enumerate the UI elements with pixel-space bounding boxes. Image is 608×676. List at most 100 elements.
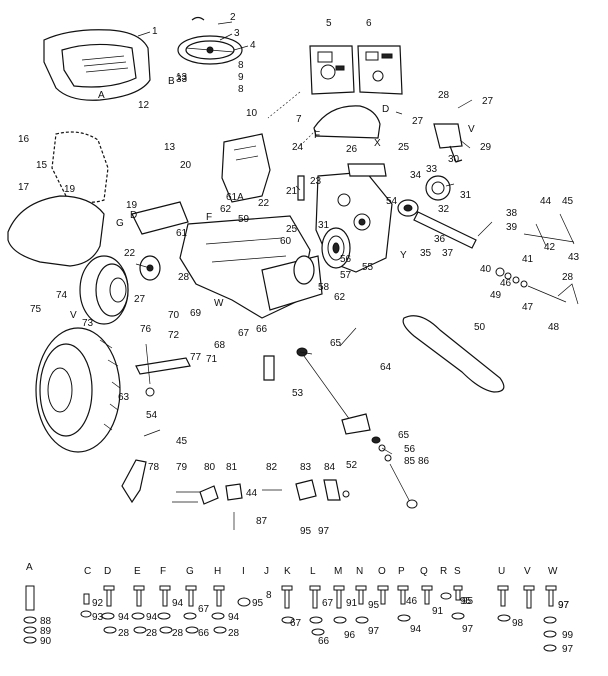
letter-S: S xyxy=(454,566,461,577)
hw-L-67: 67 xyxy=(322,598,334,609)
hw-W[interactable] xyxy=(543,585,557,652)
hw-K-67: 67 xyxy=(290,618,302,629)
spacer-chain-part[interactable] xyxy=(495,267,567,303)
letter-Y: Y xyxy=(400,250,407,261)
callout-13a: 13 xyxy=(176,72,188,83)
hw-O[interactable] xyxy=(377,585,389,605)
front-axle-part[interactable] xyxy=(135,343,191,385)
bolt-86-part[interactable] xyxy=(378,444,418,509)
tire-part[interactable] xyxy=(35,327,121,453)
callout-66: 66 xyxy=(256,324,268,335)
hw-H[interactable] xyxy=(211,585,227,634)
callout-61a: 61A xyxy=(226,192,244,203)
hw-P[interactable] xyxy=(397,585,411,622)
hw-S[interactable] xyxy=(451,585,465,620)
fender-part[interactable] xyxy=(313,105,381,139)
hw-L[interactable] xyxy=(309,585,325,636)
hw-header-W: W xyxy=(548,566,558,577)
hw-M[interactable] xyxy=(333,585,347,624)
letter-X: X xyxy=(374,138,381,149)
callout-87: 87 xyxy=(256,516,268,527)
callout-8a: 8 xyxy=(238,60,244,71)
hw-E-28: 28 xyxy=(146,628,158,639)
letter-A2: A xyxy=(26,562,33,573)
front-bracket-part[interactable] xyxy=(131,201,189,235)
letter-labels: A A B C D D D E F F F G G H I J K L M N … xyxy=(26,76,475,577)
drive-belt-part[interactable] xyxy=(402,315,505,393)
hw-R[interactable] xyxy=(440,592,452,600)
hw-G-67: 67 xyxy=(198,604,210,615)
letter-G2: G xyxy=(186,566,194,577)
collar-part[interactable] xyxy=(397,199,419,217)
link-80-part[interactable] xyxy=(199,485,219,505)
callout-77: 77 xyxy=(190,352,202,363)
hw-I[interactable] xyxy=(237,597,251,607)
brake-disc-part[interactable] xyxy=(293,255,315,285)
clip-part[interactable] xyxy=(557,283,579,305)
callout-4: 4 xyxy=(250,40,256,51)
hw-G[interactable] xyxy=(183,585,199,634)
callout-97: 97 xyxy=(318,526,330,537)
hw-J-8: 8 xyxy=(266,590,272,601)
callout-labels: 1 2 3 4 5 6 7 8 8 9 10 12 13 13 15 16 17… xyxy=(18,12,580,537)
hw-A[interactable] xyxy=(23,585,37,644)
wheel-rim-part[interactable] xyxy=(79,255,129,325)
callout-27a: 27 xyxy=(482,96,494,107)
callout-25a: 25 xyxy=(398,142,410,153)
hw-F[interactable] xyxy=(157,585,173,634)
hw-D[interactable] xyxy=(101,585,117,634)
callout-42: 42 xyxy=(544,242,556,253)
letter-H: H xyxy=(214,566,221,577)
hw-E[interactable] xyxy=(131,585,147,634)
callout-3: 3 xyxy=(234,28,240,39)
hw-A-90: 90 xyxy=(40,636,52,647)
hw-header-U: U xyxy=(498,566,505,577)
hw-V[interactable] xyxy=(523,585,535,609)
steering-wheel-part[interactable] xyxy=(177,35,243,65)
nut-54-part[interactable] xyxy=(145,387,155,397)
letter-A1: A xyxy=(98,90,105,101)
link-81-part[interactable] xyxy=(225,483,243,501)
pivot-arm-part[interactable] xyxy=(433,123,463,163)
link-83-part[interactable] xyxy=(295,479,317,501)
hw-A-88: 88 xyxy=(40,616,52,627)
callout-55: 55 xyxy=(362,262,374,273)
hw-K[interactable] xyxy=(281,585,295,624)
axle-shaft-part[interactable] xyxy=(297,175,305,201)
callout-23: 23 xyxy=(310,176,322,187)
bracket-26-part[interactable] xyxy=(347,163,387,177)
decal-plate-5[interactable] xyxy=(309,45,355,95)
pulley-part[interactable] xyxy=(321,227,351,269)
callout-53: 53 xyxy=(292,388,304,399)
seat-part[interactable] xyxy=(43,29,151,101)
callout-75: 75 xyxy=(30,304,42,315)
letter-F2: F xyxy=(206,212,212,223)
hw-Q[interactable] xyxy=(421,585,433,605)
callout-63: 63 xyxy=(118,392,130,403)
letter-F1: F xyxy=(314,130,320,141)
hw-F-94: 94 xyxy=(172,598,184,609)
hood-part[interactable] xyxy=(7,195,105,267)
hw-U[interactable] xyxy=(497,585,511,622)
dash-panel-part[interactable] xyxy=(221,133,271,203)
bolt-53-part[interactable] xyxy=(263,355,275,381)
callout-22a: 22 xyxy=(258,198,270,209)
shift-rod-part[interactable] xyxy=(413,211,477,249)
linkage-rods-part[interactable] xyxy=(523,213,575,247)
steering-cap-part[interactable] xyxy=(191,16,205,21)
hw-C[interactable] xyxy=(80,593,92,618)
callout-20: 20 xyxy=(180,160,192,171)
letter-M: M xyxy=(334,566,342,577)
hw-S-97: 97 xyxy=(462,624,474,635)
pedal-arm-part[interactable] xyxy=(121,429,161,504)
link-79-part[interactable] xyxy=(172,491,202,503)
callout-25b: 25 xyxy=(286,224,298,235)
bearing-part[interactable] xyxy=(425,175,451,201)
callout-64: 64 xyxy=(380,362,392,373)
callout-65b: 65 xyxy=(398,430,410,441)
tie-rod-part[interactable] xyxy=(303,355,371,435)
link-84-part[interactable] xyxy=(323,479,350,501)
grille-part[interactable] xyxy=(51,131,109,203)
decal-plate-6[interactable] xyxy=(357,45,403,95)
hw-N[interactable] xyxy=(355,585,369,624)
